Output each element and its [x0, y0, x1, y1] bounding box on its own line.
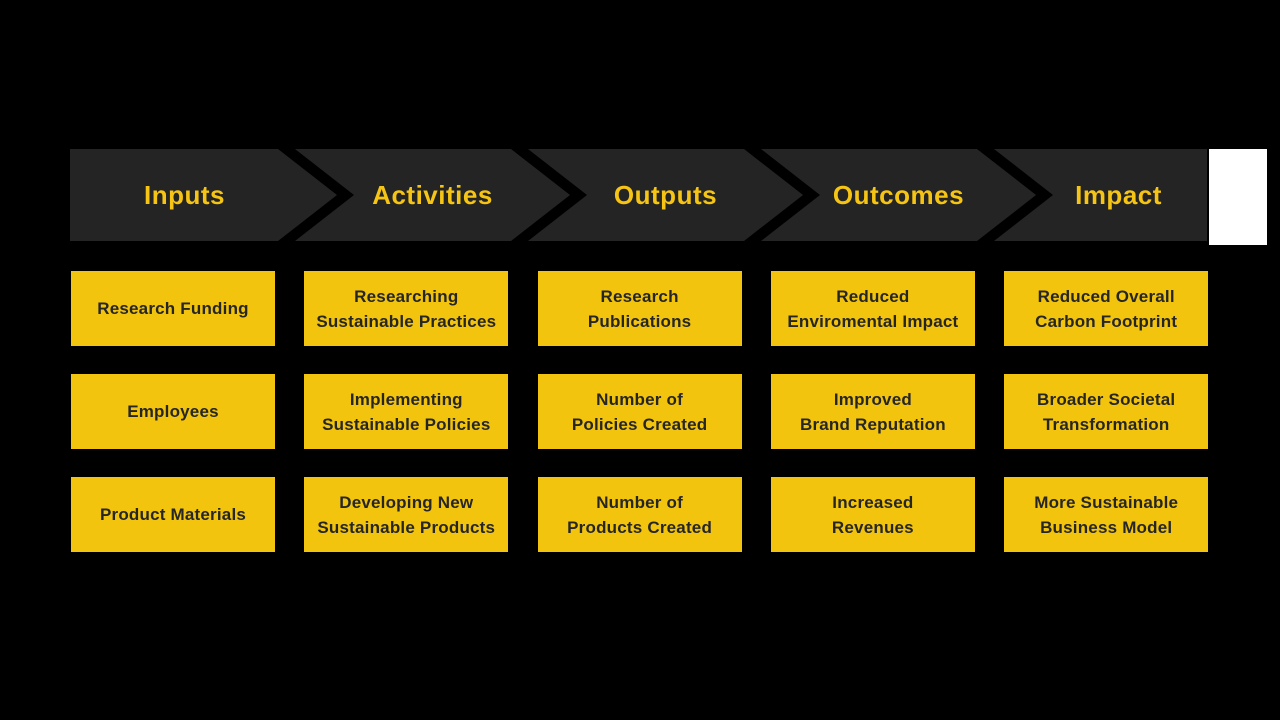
item-label: Implementing Sustainable Policies: [322, 389, 491, 434]
item-label: Research Funding: [97, 299, 249, 318]
stage-label-inputs: Inputs: [144, 179, 225, 210]
item-label: Developing New Sustainable Products: [317, 492, 496, 537]
item-box: Research Funding: [71, 271, 275, 346]
item-label: Number of Products Created: [567, 492, 713, 537]
item-label: Increased Revenues: [831, 492, 914, 537]
stage-arrow-inputs: Inputs: [70, 149, 337, 241]
item-box: Researching Sustainable Practices: [304, 271, 509, 346]
stage-label-impact: Impact: [1075, 179, 1162, 210]
stage-arrow-impact: Impact: [994, 149, 1207, 241]
item-label: Reduced Overall Carbon Footprint: [1035, 286, 1178, 331]
item-box: Number of Products Created: [537, 477, 742, 552]
item-label: Number of Policies Created: [571, 389, 708, 434]
item-label: Broader Societal Transformation: [1037, 389, 1176, 434]
item-box: More Sustainable Business Model: [1004, 477, 1209, 552]
item-box: Implementing Sustainable Policies: [304, 374, 509, 449]
item-label: Improved Brand Reputation: [799, 389, 946, 434]
item-box: Research Publications: [537, 271, 742, 346]
item-label: Research Publications: [587, 286, 692, 331]
item-box: Product Materials: [71, 477, 275, 552]
stage-label-outputs: Outputs: [613, 179, 718, 210]
item-box: Reduced Overall Carbon Footprint: [1004, 271, 1209, 346]
item-label: Reduced Enviromental Impact: [787, 286, 959, 331]
process-header-band: Inputs Activities Outputs Outcomes Impac…: [70, 149, 1207, 241]
item-label: Researching Sustainable Practices: [316, 286, 497, 331]
item-box: Broader Societal Transformation: [1004, 374, 1209, 449]
item-label: More Sustainable Business Model: [1034, 492, 1179, 537]
item-box: Employees: [71, 374, 275, 449]
white-box: [1209, 149, 1267, 245]
item-matrix: Research Funding Researching Sustainable…: [71, 271, 1209, 552]
stage-label-outcomes: Outcomes: [832, 179, 965, 210]
item-label: Product Materials: [99, 505, 247, 524]
item-box: Reduced Enviromental Impact: [770, 271, 975, 346]
item-label: Employees: [127, 402, 219, 421]
item-box: Improved Brand Reputation: [770, 374, 975, 449]
stage-label-activities: Activities: [372, 179, 493, 210]
item-box: Increased Revenues: [770, 477, 975, 552]
item-box: Number of Policies Created: [537, 374, 742, 449]
item-box: Developing New Sustainable Products: [304, 477, 509, 552]
